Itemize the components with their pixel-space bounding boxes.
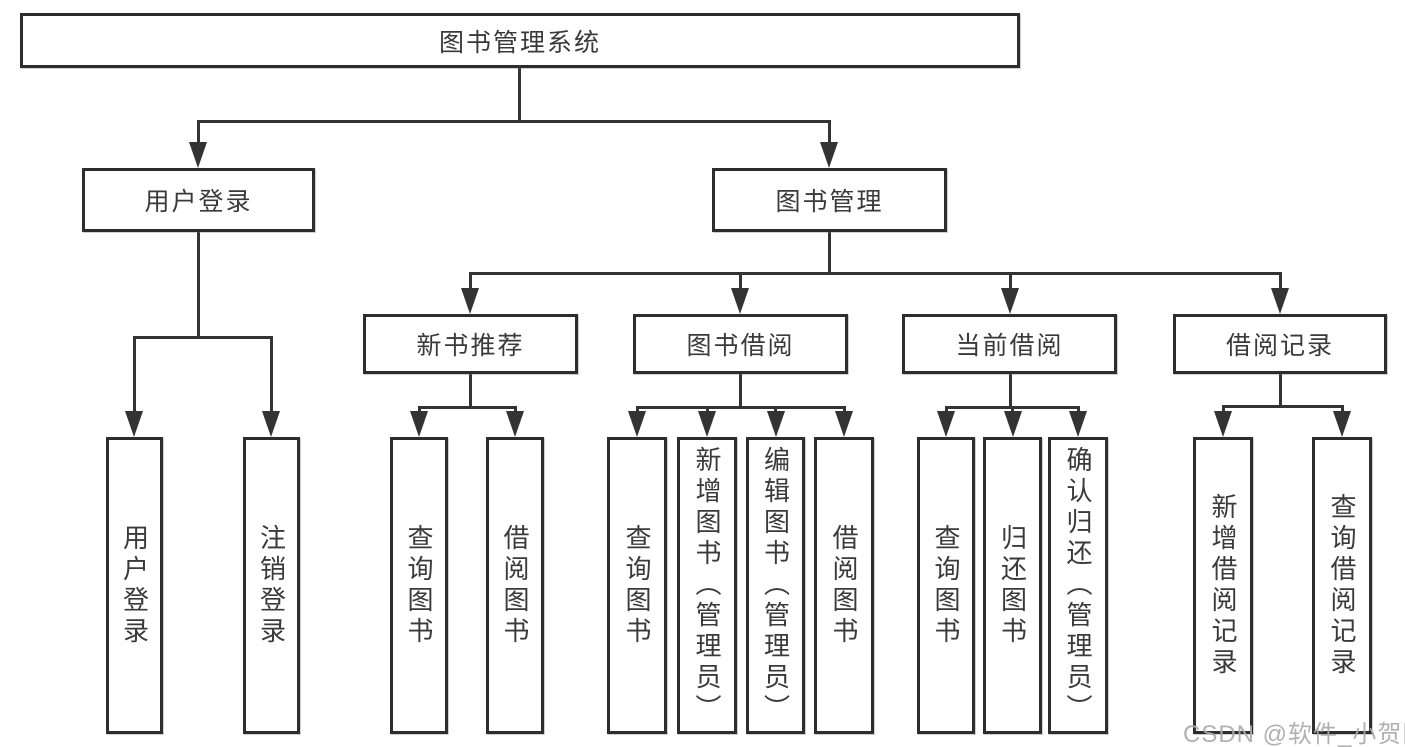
arrow-down-icon (189, 142, 207, 168)
arrow-down-icon (835, 411, 853, 437)
connector-line (197, 120, 831, 123)
node-label: 用户登录 (119, 523, 150, 648)
arrow-down-icon (820, 142, 838, 168)
node-label: 当前借阅 (955, 332, 1064, 360)
connector-line (518, 68, 521, 120)
node-current-borrow: 当前借阅 (902, 314, 1117, 374)
connector-line (1279, 272, 1282, 294)
csdn-watermark: CSDN @软件_小贺同学 (1183, 721, 1405, 747)
node-label: 用户登录 (144, 188, 253, 216)
node-book-borrow: 图书借阅 (633, 314, 848, 374)
arrow-down-icon (1214, 411, 1232, 437)
leaf-user-login: 用户登录 (106, 437, 163, 734)
node-label: 新增图书（管理员） (692, 446, 722, 725)
connector-line (197, 232, 200, 336)
node-label: 图书管理系统 (438, 28, 601, 57)
connector-line (636, 406, 846, 409)
node-user-login: 用户登录 (82, 168, 315, 232)
connector-line (739, 374, 742, 406)
node-label: 新增借阅记录 (1208, 492, 1238, 679)
arrow-down-icon (698, 411, 716, 437)
node-label: 图书借阅 (686, 332, 795, 360)
node-new-book-recommend: 新书推荐 (363, 314, 578, 374)
leaf-borrow-books-2: 借阅图书 (814, 437, 874, 734)
node-label: 借阅图书 (500, 523, 530, 648)
node-label: 注销登录 (256, 523, 287, 648)
arrow-down-icon (731, 288, 749, 314)
connector-line (469, 272, 472, 294)
node-label: 图书管理 (775, 188, 884, 216)
arrow-down-icon (937, 411, 955, 437)
leaf-query-books-3: 查询图书 (917, 437, 975, 734)
arrow-down-icon (262, 411, 280, 437)
arrow-down-icon (1333, 411, 1351, 437)
connector-line (828, 120, 831, 148)
connector-line (828, 232, 831, 272)
node-label: 确认归还（管理员） (1063, 446, 1093, 725)
arrow-down-icon (410, 411, 428, 437)
leaf-logout: 注销登录 (243, 437, 300, 734)
connector-line (133, 336, 136, 416)
connector-line (418, 406, 517, 409)
leaf-borrow-books-1: 借阅图书 (486, 437, 544, 734)
leaf-query-borrow-record: 查询借阅记录 (1312, 437, 1372, 734)
node-label: 查询图书 (622, 523, 652, 648)
connector-line (270, 336, 273, 416)
connector-line (469, 374, 472, 406)
arrow-down-icon (506, 411, 524, 437)
node-label: 查询图书 (404, 523, 434, 648)
connector-line (469, 272, 1282, 275)
connector-line (1222, 405, 1344, 408)
leaf-query-books-2: 查询图书 (607, 437, 667, 734)
connector-line (197, 120, 200, 148)
connector-line (739, 272, 742, 294)
leaf-return-book: 归还图书 (983, 437, 1042, 734)
leaf-add-book-admin: 新增图书（管理员） (677, 437, 737, 734)
node-label: 归还图书 (997, 523, 1028, 648)
node-label: 新书推荐 (416, 332, 525, 360)
connector-line (1009, 272, 1012, 294)
connector-line (1009, 374, 1012, 406)
leaf-confirm-return-admin: 确认归还（管理员） (1048, 437, 1108, 734)
node-borrow-records: 借阅记录 (1173, 314, 1387, 374)
connector-line (133, 336, 273, 339)
arrow-down-icon (1069, 411, 1087, 437)
node-label: 借阅图书 (829, 523, 859, 648)
arrow-down-icon (628, 411, 646, 437)
node-book-management: 图书管理 (712, 168, 947, 232)
leaf-query-books-1: 查询图书 (390, 437, 448, 734)
arrow-down-icon (1004, 411, 1022, 437)
connector-line (1341, 405, 1344, 416)
arrow-down-icon (125, 411, 143, 437)
leaf-edit-book-admin: 编辑图书（管理员） (746, 437, 805, 734)
connector-line (1279, 374, 1282, 406)
node-label: 借阅记录 (1225, 332, 1334, 360)
node-label: 查询图书 (931, 523, 961, 648)
node-library-system: 图书管理系统 (20, 13, 1020, 68)
arrow-down-icon (1001, 288, 1019, 314)
arrow-down-icon (1271, 288, 1289, 314)
node-label: 编辑图书（管理员） (760, 446, 791, 725)
connector-line (1222, 405, 1225, 416)
node-label: 查询借阅记录 (1327, 492, 1357, 679)
arrow-down-icon (767, 411, 785, 437)
leaf-add-borrow-record: 新增借阅记录 (1193, 437, 1253, 734)
arrow-down-icon (461, 288, 479, 314)
